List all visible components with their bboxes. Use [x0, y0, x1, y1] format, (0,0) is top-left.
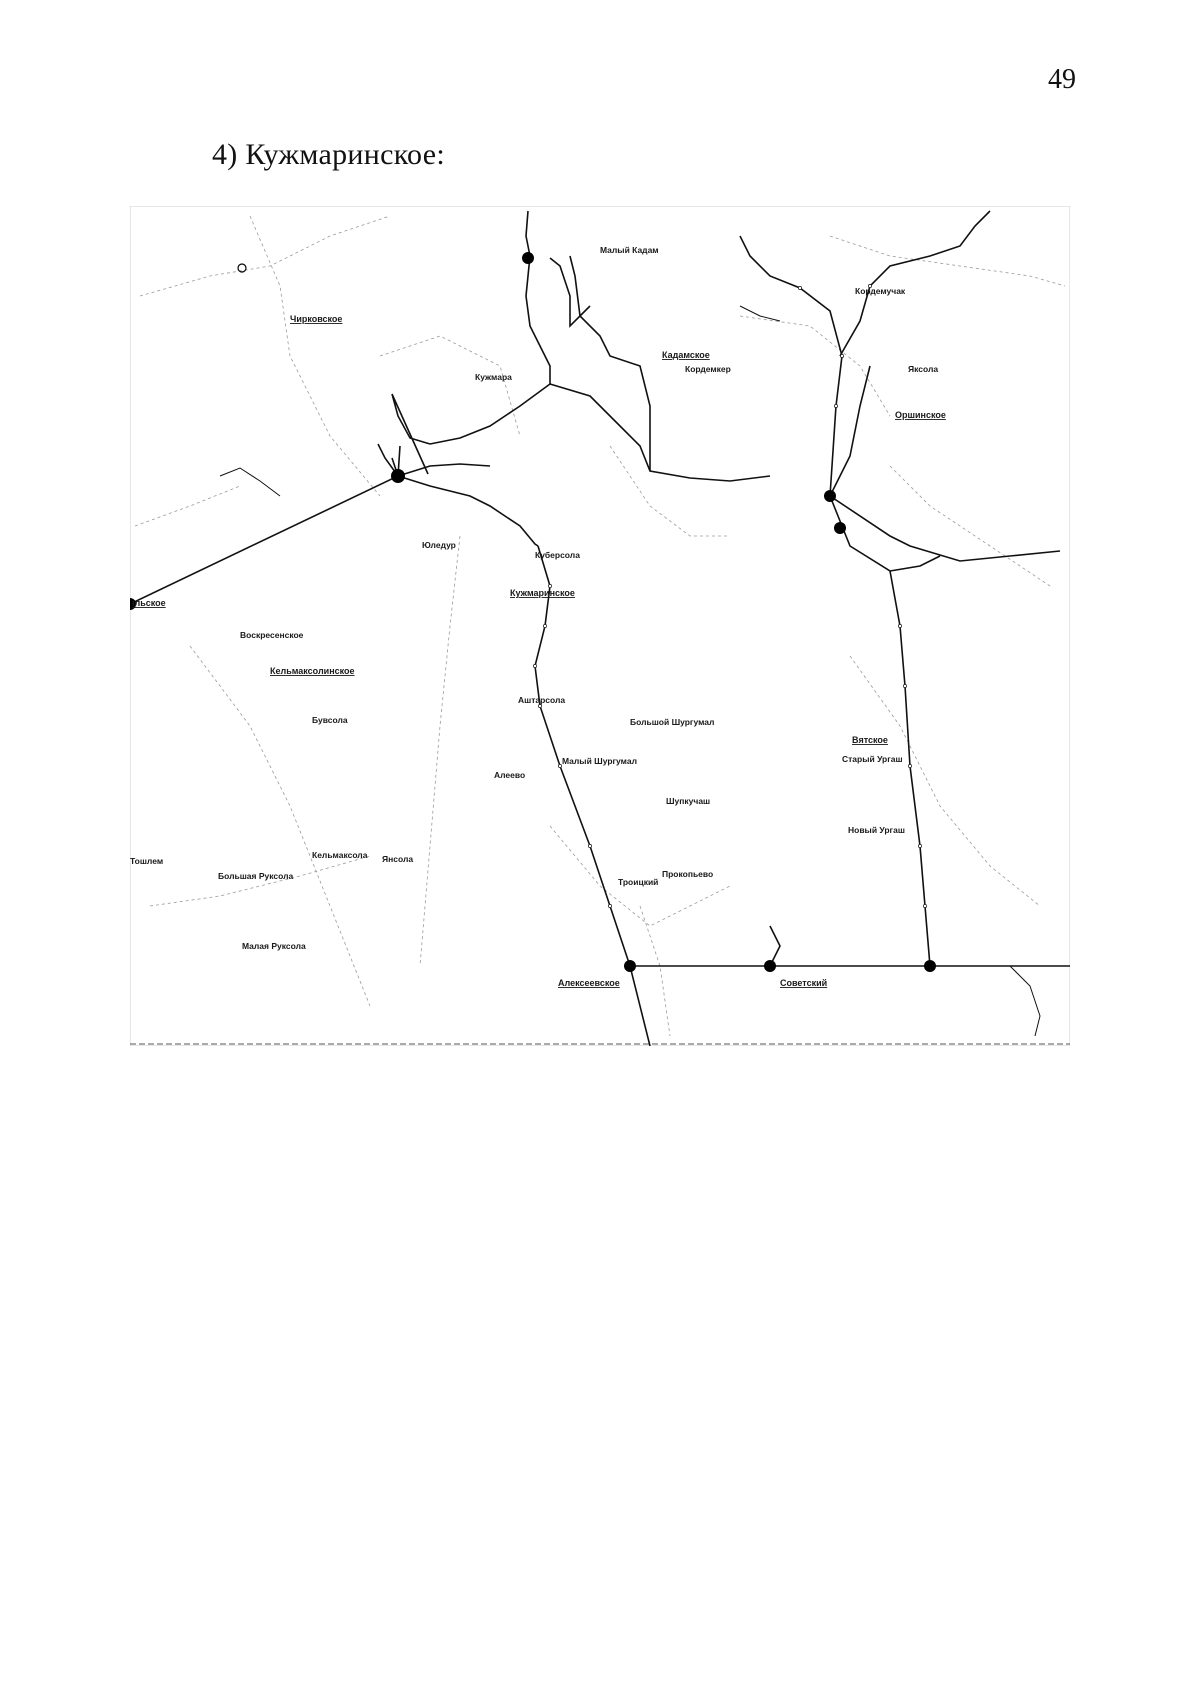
area-label-kelmaksolinskoe: Кельмаксолинское: [270, 666, 355, 676]
power-lines: [130, 210, 1070, 1046]
village-label: Кужмара: [475, 372, 512, 382]
village-label: Большая Руксола: [218, 871, 293, 881]
village-label: Аштарсола: [518, 695, 565, 705]
village-label: Яксола: [908, 364, 938, 374]
area-label-orshinskoe: Оршинское: [895, 410, 946, 420]
village-label: Троицкий: [618, 877, 658, 887]
area-label-alekseevskoe: Алексеевское: [558, 978, 620, 988]
section-heading: 4) Кужмаринское:: [212, 138, 445, 171]
village-label: Старый Ургаш: [842, 754, 903, 764]
area-label-kadamskoe: Кадамское: [662, 350, 710, 360]
village-label: Новый Ургаш: [848, 825, 905, 835]
village-label: Большой Шургумал: [630, 717, 714, 727]
substation-icon: [130, 598, 136, 610]
village-label: Прокопьево: [662, 869, 713, 879]
village-label: Кордемкер: [685, 364, 731, 374]
village-label: Бувсола: [312, 715, 348, 725]
map-svg: Чирковское Кадамское Оршинское Кужмаринс…: [130, 206, 1070, 1046]
pole-branches: [219, 305, 1041, 1037]
village-label: Кордемучак: [855, 286, 906, 296]
substation-icon: [924, 960, 936, 972]
area-label-chirkovskoe: Чирковское: [290, 314, 342, 324]
village-label: Малый Шургумал: [562, 756, 637, 766]
pole-markers: [533, 284, 927, 908]
area-label-vyatskoe: Вятское: [852, 735, 888, 745]
substation-icon: [824, 490, 836, 502]
village-label: Воскресенское: [240, 630, 304, 640]
page-number: 49: [1048, 64, 1076, 95]
boundary-lines: [134, 215, 1066, 1037]
area-label-sovetsky: Советский: [780, 978, 827, 988]
substation-icon: [834, 522, 846, 534]
village-label: Алеево: [494, 770, 525, 780]
area-label-left-edge: ільское: [132, 598, 166, 608]
village-label: Юледур: [422, 540, 456, 550]
map-border: [130, 206, 1070, 1046]
power-line-map: Чирковское Кадамское Оршинское Кужмаринс…: [130, 206, 1070, 1046]
village-label: Шупкучаш: [666, 796, 710, 806]
area-label-kuzhmarinskoe: Кужмаринское: [510, 588, 575, 598]
village-label: Кубер­сола: [535, 550, 580, 560]
village-label: Малая Руксола: [242, 941, 306, 951]
village-label: Тошлем: [130, 856, 163, 866]
village-label: Кельмаксола: [312, 850, 368, 860]
substations: [130, 252, 936, 972]
substation-icon: [522, 252, 534, 264]
substation-icon: [624, 960, 636, 972]
village-label: Янсола: [382, 854, 413, 864]
village-label: Малый Кадам: [600, 245, 659, 255]
village-marker-icon: [237, 263, 247, 273]
substation-icon: [391, 469, 405, 483]
substation-icon: [764, 960, 776, 972]
